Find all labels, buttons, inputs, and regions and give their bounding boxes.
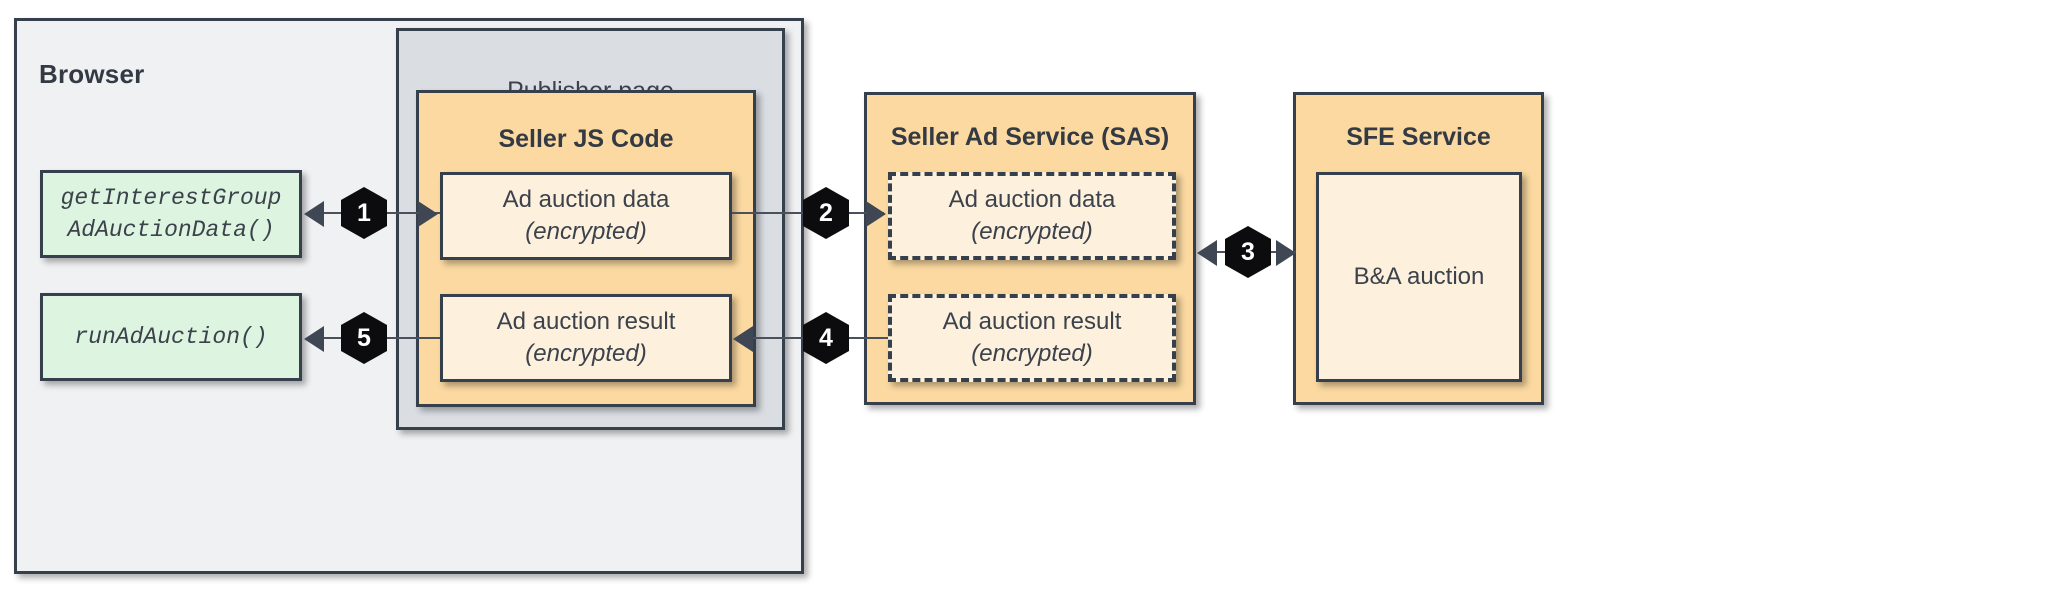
card-subtitle: (encrypted) (971, 340, 1093, 367)
step-marker-label: 1 (357, 198, 371, 227)
step-marker-4: 4 (803, 312, 849, 364)
connector-3-arrow-right (1276, 240, 1296, 266)
js-ad-auction-result-card: Ad auction result (encrypted) (440, 294, 732, 382)
card-subtitle: (encrypted) (525, 340, 647, 367)
connector-3-arrow-left (1197, 240, 1217, 266)
step-marker-label: 3 (1241, 237, 1255, 266)
step-marker-2: 2 (803, 187, 849, 239)
api-label: getInterestGroup AdAuctionData() (60, 184, 282, 243)
run-ad-auction-api[interactable]: runAdAuction() (40, 293, 302, 381)
connector-2-arrow-right (866, 201, 886, 227)
browser-label: Browser (39, 59, 145, 89)
connector-4-arrow-left (733, 326, 753, 352)
card-title: B&A auction (1353, 263, 1485, 291)
sas-ad-auction-result-card: Ad auction result (encrypted) (888, 294, 1176, 382)
seller-ad-service-label: Seller Ad Service (SAS) (890, 123, 1170, 151)
connector-1-arrow-right (418, 201, 438, 227)
card-title: Ad auction result (496, 308, 676, 336)
step-marker-label: 4 (819, 323, 833, 352)
card-subtitle: (encrypted) (971, 218, 1093, 245)
js-ad-auction-data-card: Ad auction data (encrypted) (440, 172, 732, 260)
connector-1-arrow-left (304, 201, 324, 227)
seller-js-code-label: Seller JS Code (498, 125, 674, 153)
sfe-service-label: SFE Service (1346, 123, 1491, 151)
step-marker-label: 2 (819, 198, 833, 227)
connector-5-arrow-left (304, 326, 324, 352)
sas-ad-auction-data-card: Ad auction data (encrypted) (888, 172, 1176, 260)
card-subtitle: (encrypted) (525, 218, 647, 245)
step-marker-3: 3 (1225, 226, 1271, 278)
get-interest-group-ad-auction-data-api[interactable]: getInterestGroup AdAuctionData() (40, 170, 302, 258)
card-title: Ad auction data (948, 186, 1116, 214)
sfe-ba-auction-card: B&A auction (1316, 172, 1522, 382)
card-title: Ad auction result (942, 308, 1122, 336)
card-title: Ad auction data (502, 186, 670, 214)
step-marker-label: 5 (357, 323, 371, 352)
api-label: runAdAuction() (74, 323, 268, 350)
